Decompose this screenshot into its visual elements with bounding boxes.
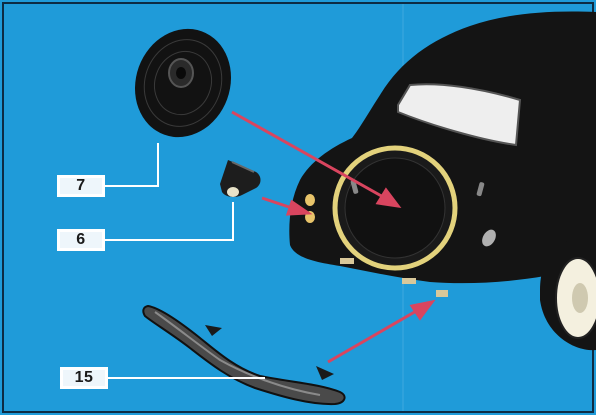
callout-label-6: 6: [60, 232, 102, 248]
callout-part-6: 6: [57, 229, 105, 251]
callout-part-7: 7: [57, 175, 105, 197]
car-rear-view: [289, 12, 596, 351]
callout-part-15: 15: [60, 367, 108, 389]
callout-label-7: 7: [60, 178, 102, 194]
spare-wheel-icon: [120, 15, 246, 151]
license-plate-bracket-icon: [220, 160, 261, 197]
callout-label-15: 15: [63, 370, 105, 386]
tail-light-left: [305, 194, 315, 206]
rear-bumper-icon: [143, 306, 344, 404]
